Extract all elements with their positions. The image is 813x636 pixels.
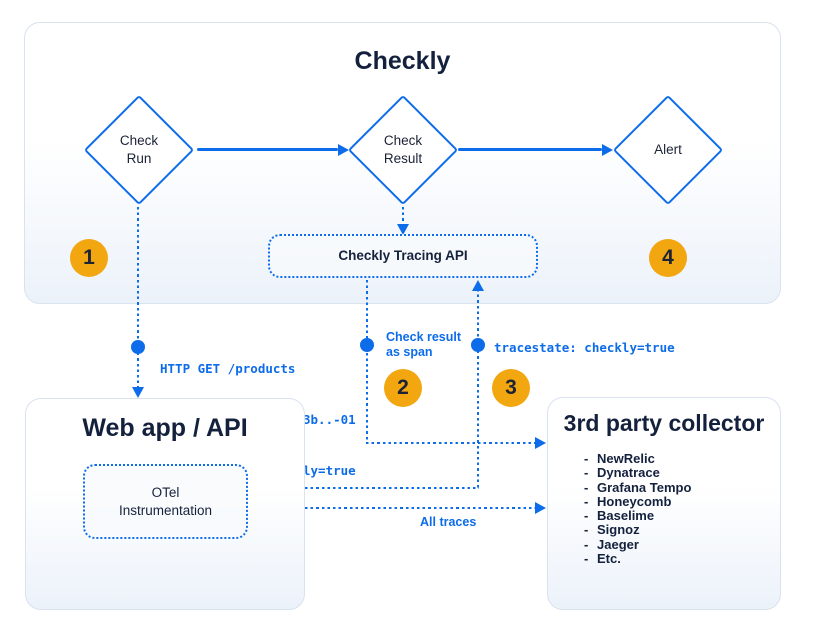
arrowhead-right-icon (338, 143, 349, 156)
connector-checkresult-tracingapi (401, 207, 404, 225)
otel-instrumentation-label: OTel Instrumentation (118, 484, 213, 518)
connector-checkresult-alert (458, 148, 602, 151)
checkly-tracing-api-box: Checkly Tracing API (268, 234, 538, 278)
arrowhead-down-icon (132, 387, 144, 398)
diamond-alert: Alert (612, 94, 724, 206)
connector-otel-tracingapi-v (476, 289, 480, 489)
dash-bullet-icon: - (584, 479, 589, 495)
diamond-check-run: Check Run (83, 94, 195, 206)
connector-checkrun-checkresult (197, 148, 338, 151)
otel-instrumentation-box: OTel Instrumentation (83, 464, 248, 539)
trace-dot (360, 338, 374, 352)
connector-checkrun-webapp (136, 207, 140, 389)
collector-item-label: Baselime (597, 508, 655, 524)
collector-list-item: - Jaeger (584, 536, 691, 552)
step-badge-1: 1 (70, 239, 108, 277)
connector-otel-collector (249, 506, 536, 510)
checkly-panel-title: Checkly (354, 47, 451, 75)
collector-list-item: - Dynatrace (584, 465, 691, 481)
dash-bullet-icon: - (584, 493, 589, 509)
collector-item-label: Dynatrace (597, 465, 660, 481)
collector-item-label: NewRelic (597, 451, 655, 466)
http-line: HTTP GET /products (160, 361, 296, 376)
collector-title: 3rd party collector (563, 410, 765, 436)
trace-dot (471, 338, 485, 352)
collector-item-label: Honeycomb (597, 493, 672, 509)
collector-list-item: - Etc. (584, 551, 691, 567)
connector-tracingapi-collector-h (366, 441, 536, 445)
diamond-label: Alert (654, 142, 682, 157)
connector-otel-tracingapi-h (249, 486, 479, 490)
diamond-label: Check Result (383, 133, 423, 166)
dash-bullet-icon: - (584, 551, 589, 567)
collector-list-item: - Baselime (584, 508, 691, 524)
arrowhead-down-icon (397, 224, 409, 235)
collector-item-label: Grafana Tempo (597, 479, 692, 495)
dash-bullet-icon: - (584, 508, 589, 524)
collector-item-label: Signoz (597, 522, 640, 538)
checkly-tracing-api-label: Checkly Tracing API (338, 248, 468, 263)
arrowhead-right-icon (602, 143, 613, 156)
step-badge-2: 2 (384, 369, 422, 407)
arrowhead-right-icon (535, 437, 546, 449)
check-result-span-label: Check result as span (386, 330, 462, 359)
arrowhead-right-icon (535, 502, 546, 514)
collector-list-item: - Grafana Tempo (584, 479, 692, 495)
collector-list-item: - Signoz (584, 522, 691, 538)
collector-list-item: - Honeycomb (584, 493, 691, 509)
web-app-panel: Web app / API (25, 398, 305, 610)
collector-list: - NewRelic - Dynatrace - Grafana Tempo -… (584, 451, 692, 567)
web-app-title: Web app / API (82, 414, 248, 442)
collector-item-label: Etc. (597, 551, 621, 567)
connector-tracingapi-collector-v (365, 280, 369, 444)
step-badge-3: 3 (492, 369, 530, 407)
diamond-label: Check Run (119, 133, 159, 166)
step-badge-4: 4 (649, 239, 687, 277)
tracestate-annotation: tracestate: checkly=true (494, 340, 675, 355)
dash-bullet-icon: - (584, 451, 589, 466)
dash-bullet-icon: - (584, 522, 589, 538)
collector-item-label: Jaeger (597, 536, 639, 552)
diamond-check-result: Check Result (347, 94, 459, 206)
trace-dot (131, 340, 145, 354)
collector-panel: 3rd party collector - NewRelic - Dynatra… (547, 397, 781, 610)
arrowhead-up-icon (472, 280, 484, 291)
all-traces-label: All traces (420, 515, 477, 529)
dash-bullet-icon: - (584, 536, 589, 552)
dash-bullet-icon: - (584, 465, 589, 481)
collector-list-item: - NewRelic (584, 451, 691, 466)
